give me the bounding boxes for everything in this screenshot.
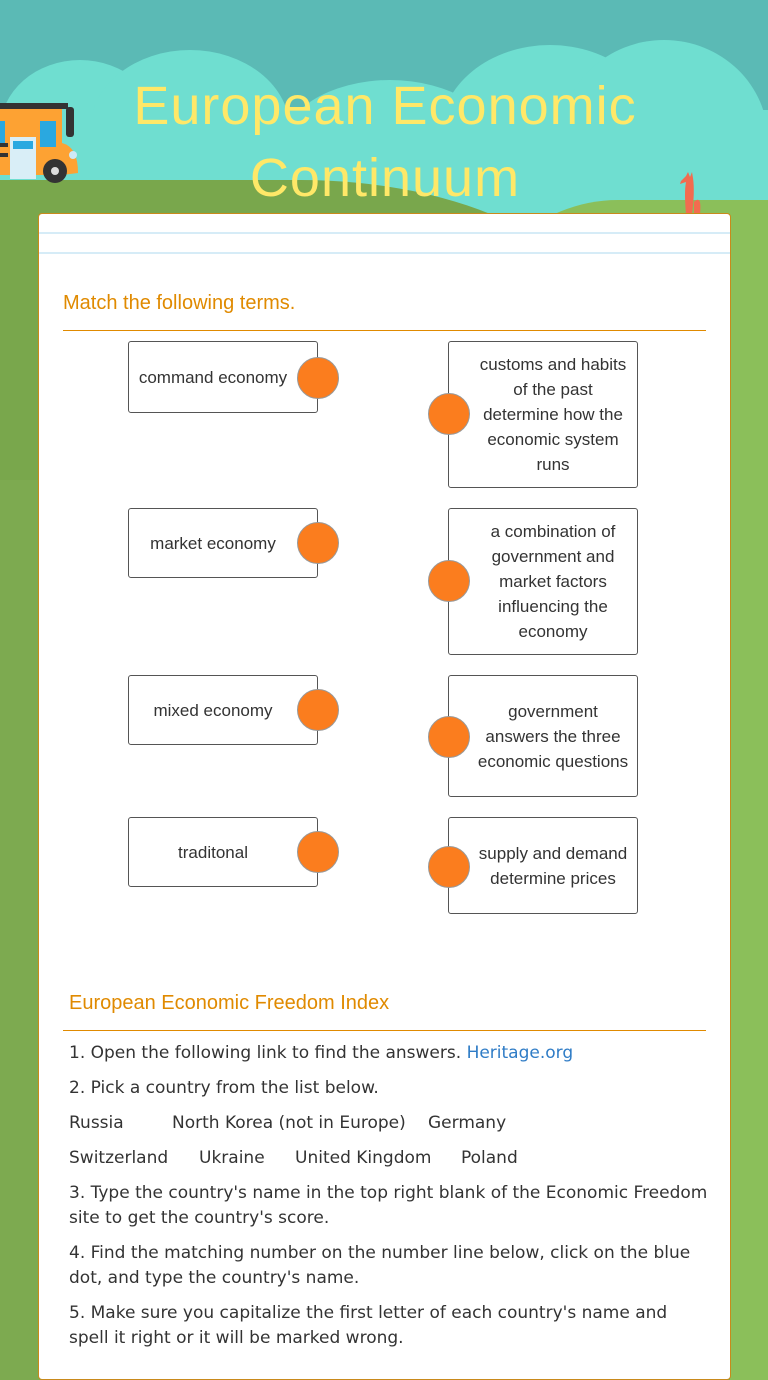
page-title: European Economic Continuum	[133, 76, 637, 208]
match-heading: Match the following terms.	[63, 292, 296, 314]
divider	[63, 330, 706, 331]
divider	[39, 252, 730, 254]
worksheet-card: Match the following terms. command econo…	[38, 213, 731, 1380]
match-dot-left[interactable]	[297, 831, 339, 873]
match-dot-left[interactable]	[297, 522, 339, 564]
step-1: 1. Open the following link to find the a…	[69, 1041, 709, 1066]
match-term-left[interactable]: mixed economy	[128, 675, 318, 745]
country: Poland	[461, 1148, 518, 1168]
step-2: 2. Pick a country from the list below.	[69, 1078, 379, 1098]
step-4: 4. Find the matching number on the numbe…	[69, 1243, 691, 1288]
match-term-right[interactable]: a combination of government and market f…	[448, 508, 638, 655]
hill	[730, 230, 768, 1380]
step-1-text: 1. Open the following link to find the a…	[69, 1043, 462, 1063]
country: Germany	[428, 1113, 507, 1133]
match-term-right[interactable]: government answers the three economic qu…	[448, 675, 638, 797]
fox-icon	[680, 172, 701, 214]
match-term-left[interactable]: command economy	[128, 341, 318, 413]
match-dot-right[interactable]	[428, 716, 470, 758]
divider	[39, 232, 730, 234]
match-term-right[interactable]: supply and demand determine prices	[448, 817, 638, 914]
country: Ukraine	[199, 1148, 265, 1168]
heritage-link[interactable]: Heritage.org	[466, 1043, 574, 1063]
country: United Kingdom	[295, 1148, 432, 1168]
match-dot-left[interactable]	[297, 689, 339, 731]
country: Russia	[69, 1113, 124, 1133]
bus-icon	[0, 103, 78, 183]
step-3: 3. Type the country's name in the top ri…	[69, 1183, 708, 1228]
match-term-right[interactable]: customs and habits of the past determine…	[448, 341, 638, 488]
divider	[63, 1030, 706, 1031]
country: Switzerland	[69, 1148, 169, 1168]
match-dot-left[interactable]	[297, 357, 339, 399]
match-dot-right[interactable]	[428, 560, 470, 602]
match-term-left[interactable]: market economy	[128, 508, 318, 578]
step-5: 5. Make sure you capitalize the first le…	[69, 1303, 668, 1348]
match-dot-right[interactable]	[428, 393, 470, 435]
country: North Korea (not in Europe)	[172, 1113, 406, 1133]
match-dot-right[interactable]	[428, 846, 470, 888]
match-term-left[interactable]: traditonal	[128, 817, 318, 887]
index-heading: European Economic Freedom Index	[69, 992, 390, 1014]
